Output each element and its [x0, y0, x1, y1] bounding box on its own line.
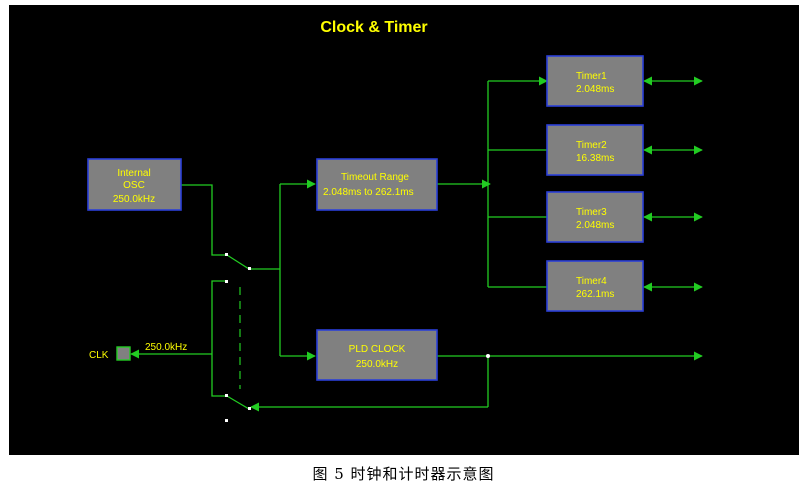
osc-line-2: OSC — [123, 180, 145, 191]
timeout-line-2: 2.048ms to 262.1ms — [323, 187, 414, 198]
switch-contacts — [225, 253, 490, 422]
timer2-block[interactable]: Timer2 16.38ms — [546, 124, 644, 176]
timer4-name: Timer4 — [576, 276, 607, 287]
timer2-name: Timer2 — [576, 140, 607, 151]
clk-frequency: 250.0kHz — [145, 342, 187, 353]
clk-label: CLK — [89, 350, 109, 361]
diagram-canvas: Clock & Timer — [9, 5, 799, 455]
timer3-value: 2.048ms — [576, 220, 614, 231]
clk-pin[interactable]: CLK — [89, 346, 131, 361]
timer1-value: 2.048ms — [576, 84, 614, 95]
clock-timer-diagram: Clock & Timer — [87, 19, 703, 422]
pld-clock-block[interactable]: PLD CLOCK 250.0kHz — [316, 329, 438, 381]
timer4-value: 262.1ms — [576, 289, 614, 300]
timer3-name: Timer3 — [576, 207, 607, 218]
timer1-block[interactable]: Timer1 2.048ms — [546, 55, 644, 107]
timeout-line-1: Timeout Range — [341, 172, 409, 183]
osc-line-1: Internal — [117, 168, 150, 179]
diagram-title: Clock & Timer — [320, 19, 427, 36]
osc-line-3: 250.0kHz — [113, 194, 155, 205]
wires — [130, 76, 703, 412]
pld-line-1: PLD CLOCK — [349, 344, 406, 355]
pld-line-2: 250.0kHz — [356, 359, 398, 370]
figure-caption: 图 5 时钟和计时器示意图 — [312, 465, 495, 483]
timeout-range-block[interactable]: Timeout Range 2.048ms to 262.1ms — [316, 158, 438, 211]
timer4-block[interactable]: Timer4 262.1ms — [546, 260, 644, 312]
timer1-name: Timer1 — [576, 71, 607, 82]
internal-osc-block[interactable]: Internal OSC 250.0kHz — [87, 158, 182, 211]
timer2-value: 16.38ms — [576, 153, 614, 164]
timer3-block[interactable]: Timer3 2.048ms — [546, 191, 644, 243]
